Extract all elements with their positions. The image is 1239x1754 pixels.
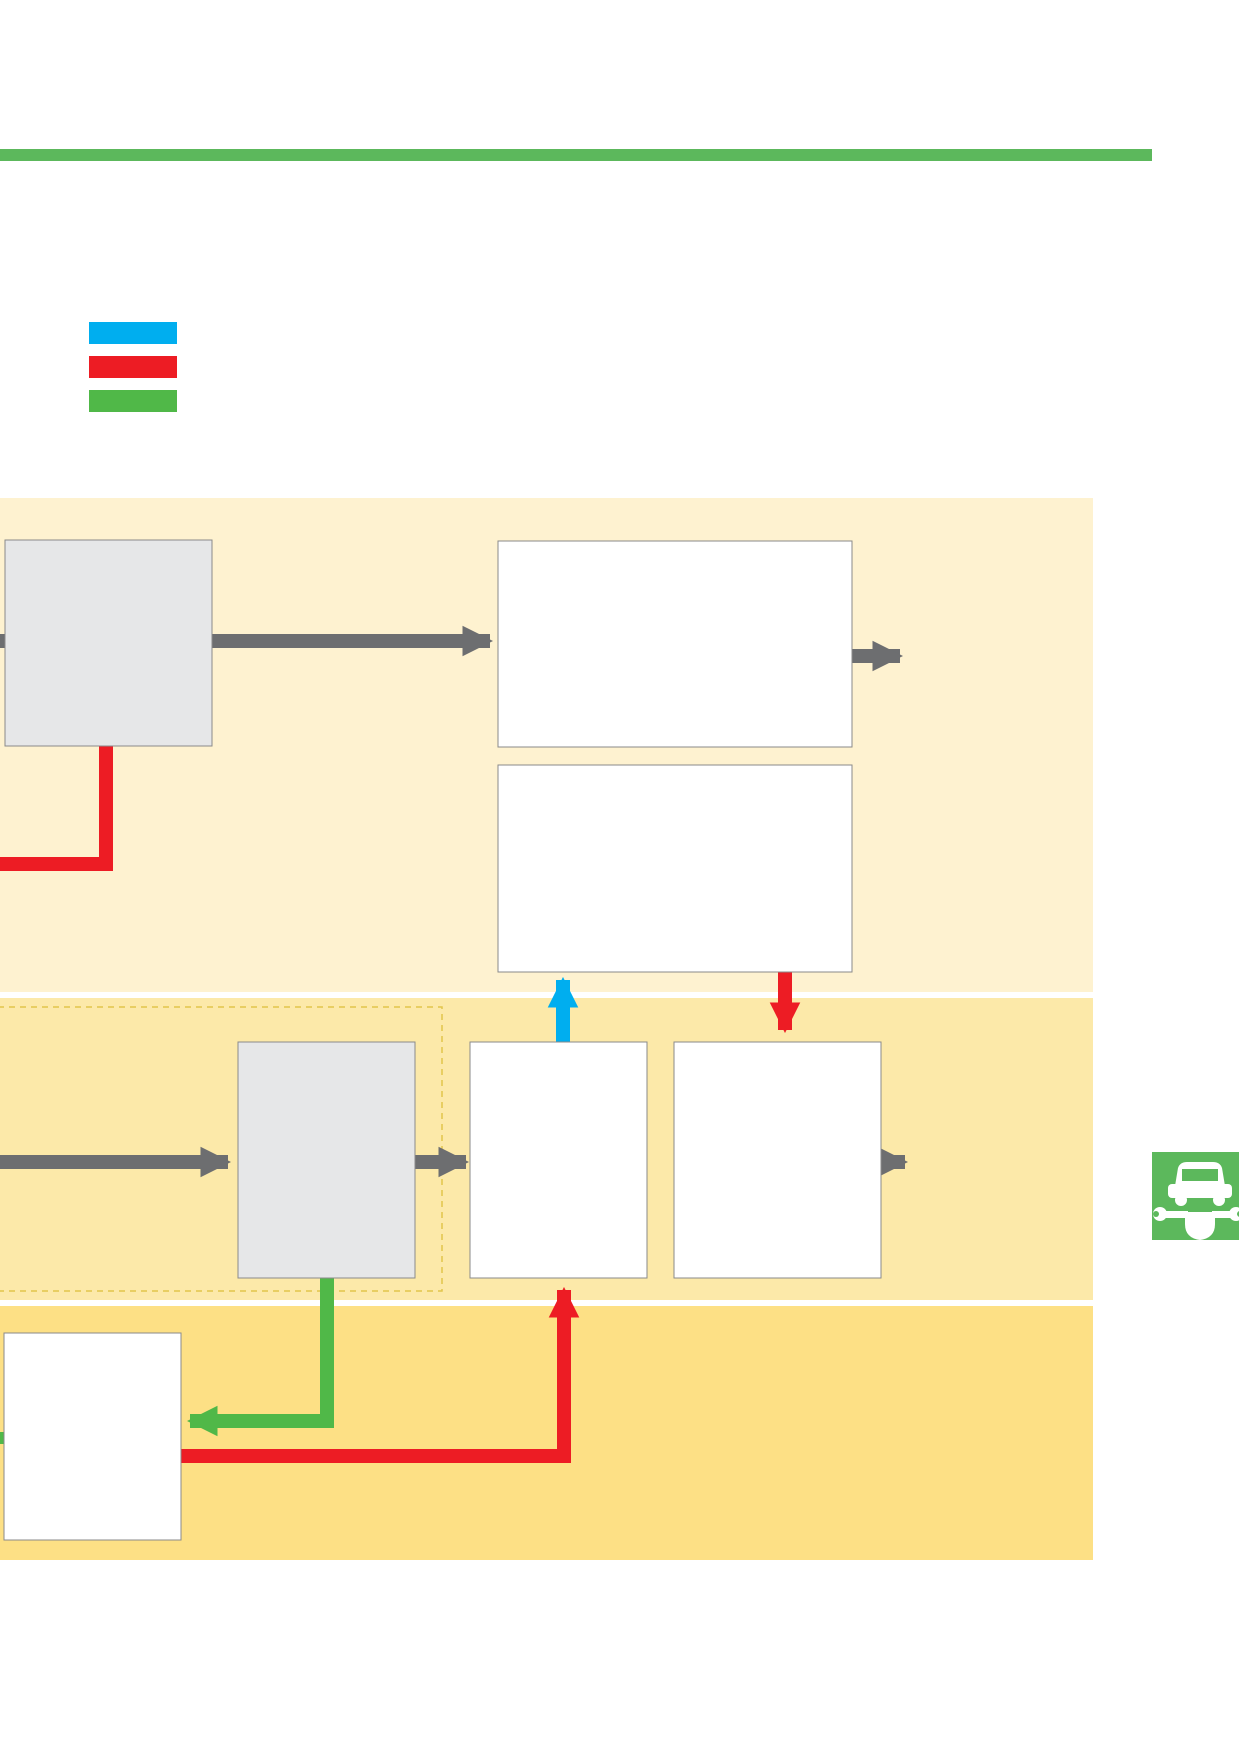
process-box-bottom-left bbox=[3, 1332, 182, 1541]
process-box-top-left bbox=[4, 539, 213, 747]
band-bottom bbox=[0, 1306, 1093, 1560]
legend-swatch-red bbox=[89, 356, 177, 378]
header-rule bbox=[0, 149, 1152, 161]
legend-swatch-blue bbox=[89, 322, 177, 344]
red-connector-bottom bbox=[181, 1286, 580, 1463]
red-connector-top-left bbox=[0, 746, 113, 871]
process-box-middle-grey bbox=[237, 1041, 416, 1279]
process-box-top-right-upper bbox=[497, 540, 853, 748]
process-box-middle-b bbox=[673, 1041, 882, 1279]
green-connector-bottom bbox=[186, 1278, 334, 1437]
process-box-middle-a bbox=[469, 1041, 648, 1279]
legend-swatch-green bbox=[89, 390, 177, 412]
car-service-icon bbox=[1152, 1152, 1239, 1240]
process-box-top-right-lower bbox=[497, 764, 853, 973]
